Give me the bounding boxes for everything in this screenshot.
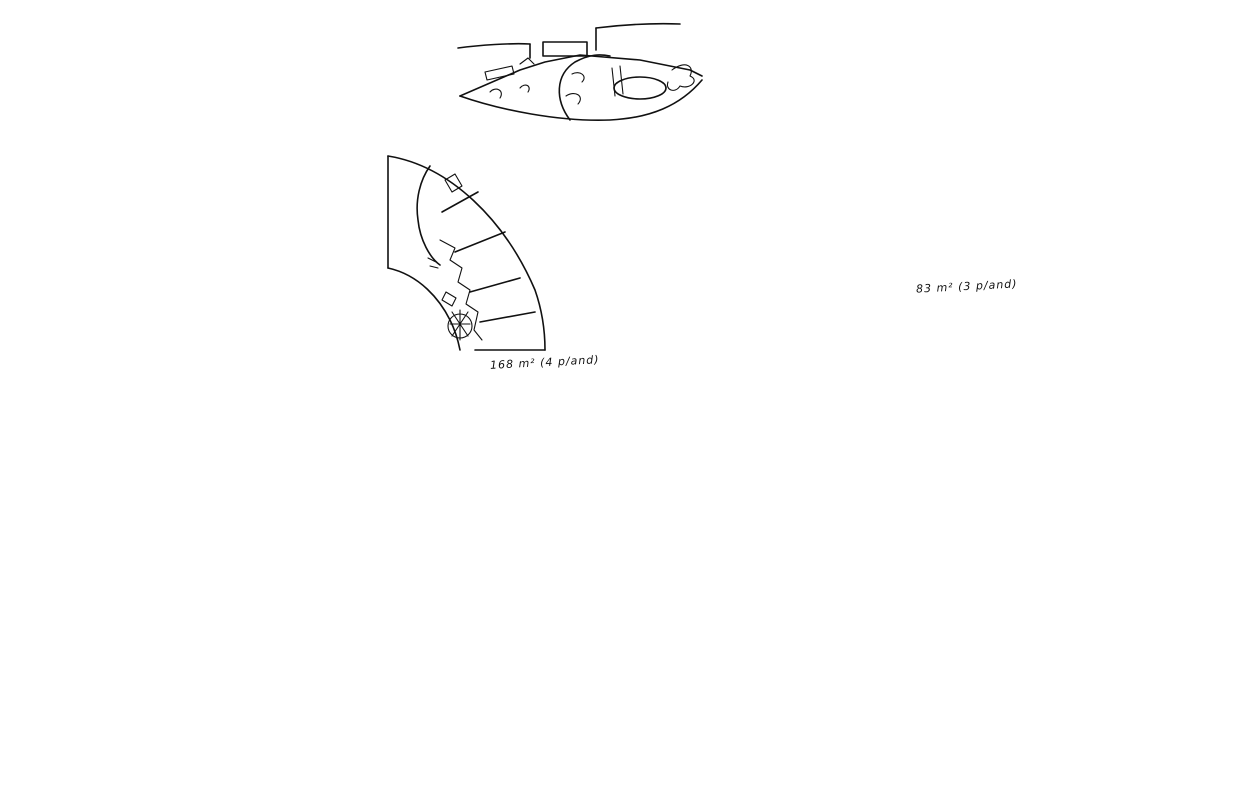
plan-sector-large bbox=[388, 156, 545, 350]
perspective-sketch bbox=[458, 24, 702, 120]
